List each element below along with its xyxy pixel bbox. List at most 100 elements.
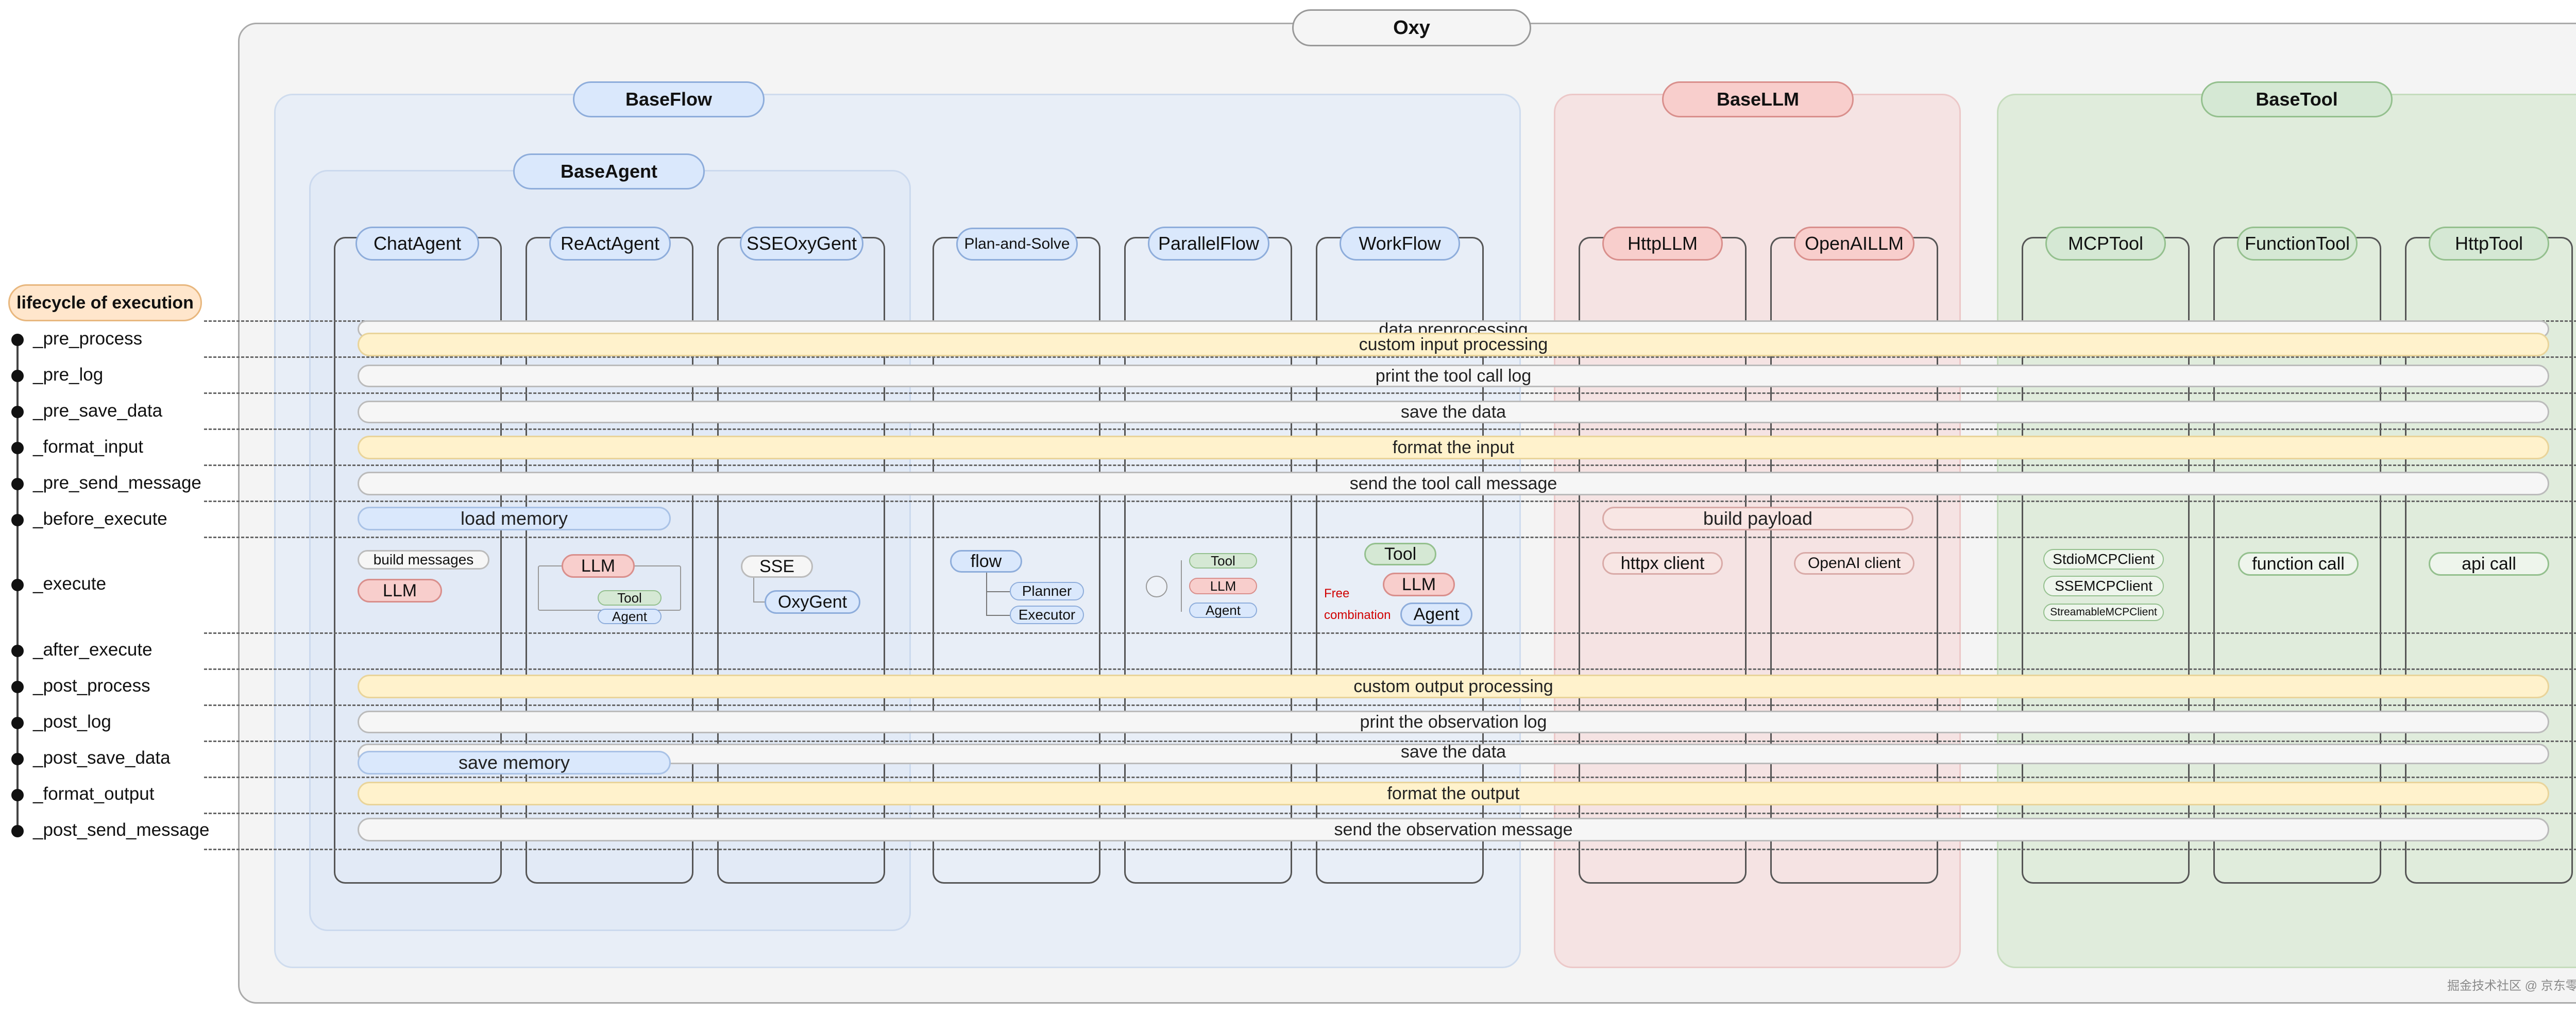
lifecycle-dot (11, 478, 24, 490)
custom-input-band: custom input processing (358, 333, 2549, 356)
basetool-label: BaseTool (2201, 81, 2393, 117)
row-divider (204, 356, 2576, 358)
combination-text: combination (1324, 608, 1391, 622)
lifecycle-step-pre-send-message: _pre_send_message (33, 473, 201, 493)
oxy-title: Oxy (1292, 9, 1531, 46)
lifecycle-dot (11, 579, 24, 591)
streamable-mcp-client-tag: StreamableMCPClient (2043, 604, 2164, 621)
baseagent-label: BaseAgent (513, 153, 705, 190)
watermark-text: 掘金技术社区 @ 京东零售技术 (2447, 979, 2576, 993)
workflow-column (1316, 268, 1484, 884)
save-data-pre-band: save the data (358, 401, 2549, 423)
lifecycle-step-post-process: _post_process (33, 676, 150, 696)
httpllm-column (1579, 268, 1747, 884)
parallel-origin-node (1146, 576, 1167, 597)
functiontool-column (2213, 268, 2381, 884)
functiontool-label: FunctionTool (2237, 227, 2358, 261)
row-divider (204, 632, 2576, 634)
row-divider (204, 849, 2576, 850)
row-divider (204, 777, 2576, 778)
sse-connector (753, 566, 767, 603)
lifecycle-dot (11, 681, 24, 693)
basellm-label: BaseLLM (1662, 81, 1854, 117)
sse-mcp-client-tag: SSEMCPClient (2043, 576, 2164, 596)
row-divider (204, 537, 2576, 538)
save-data-post-band: save the data (358, 742, 2549, 764)
lifecycle-dot (11, 370, 24, 382)
executor-tag: Executor (1010, 606, 1084, 624)
api-call-tag: api call (2429, 552, 2549, 576)
workflow-agent-tag: Agent (1400, 603, 1472, 626)
oxygent-tag: OxyGent (765, 590, 860, 614)
lifecycle-step-post-send-message: _post_send_message (33, 820, 210, 840)
format-input-band: format the input (358, 436, 2549, 459)
httptool-label: HttpTool (2429, 227, 2549, 261)
mcptool-column (2022, 268, 2190, 884)
workflow-llm-tag: LLM (1383, 573, 1455, 596)
httpllm-label: HttpLLM (1602, 227, 1723, 261)
parallel-agent-tag: Agent (1189, 603, 1257, 618)
flow-tag: flow (950, 550, 1022, 573)
lifecycle-step-post-save-data: _post_save_data (33, 748, 171, 768)
parallel-llm-tag: LLM (1189, 578, 1257, 594)
openaillm-column (1770, 268, 1938, 884)
flow-tree-branch (986, 591, 1010, 592)
sseoxygent-column (717, 268, 885, 884)
send-tool-message-band: send the tool call message (358, 472, 2549, 495)
planandsolve-column (933, 268, 1100, 884)
sseoxygent-label: SSEOxyGent (740, 227, 863, 261)
openai-client-tag: OpenAI client (1794, 552, 1914, 575)
print-tool-log-band: print the tool call log (358, 365, 2549, 387)
mcptool-label: MCPTool (2045, 227, 2166, 261)
react-agent-tag: Agent (598, 609, 662, 624)
send-observation-message-band: send the observation message (358, 818, 2549, 841)
build-payload-band: build payload (1602, 507, 1913, 530)
free-text: Free (1324, 587, 1350, 600)
lifecycle-step-format-input: _format_input (33, 437, 144, 457)
parallelflow-column (1124, 268, 1292, 884)
httptool-column (2405, 268, 2573, 884)
row-divider (204, 741, 2576, 742)
react-llm-tag: LLM (562, 554, 635, 578)
flow-tree-branch (986, 615, 1010, 616)
row-divider (204, 813, 2576, 814)
build-messages-tag: build messages (358, 550, 489, 570)
chatagent-llm-tag: LLM (358, 579, 442, 603)
lifecycle-dot (11, 406, 24, 418)
row-divider (204, 668, 2576, 670)
free-combination-note: Free combination (1324, 583, 1396, 626)
lifecycle-dot (11, 717, 24, 729)
sse-tag: SSE (741, 555, 813, 578)
save-data-post-text: save the data (1400, 742, 1506, 762)
custom-output-band: custom output processing (358, 675, 2549, 698)
workflow-tool-tag: Tool (1364, 543, 1436, 565)
openaillm-label: OpenAILLM (1794, 227, 1914, 261)
save-memory-band: save memory (358, 751, 671, 775)
format-output-band: format the output (358, 782, 2549, 805)
baseflow-label: BaseFlow (573, 81, 765, 117)
flow-tree-connector (986, 569, 1010, 616)
parallelflow-label: ParallelFlow (1148, 227, 1269, 261)
stdio-mcp-client-tag: StdioMCPClient (2043, 549, 2164, 570)
lifecycle-step-post-log: _post_log (33, 712, 111, 732)
load-memory-band: load memory (358, 507, 671, 530)
chatagent-label: ChatAgent (355, 227, 479, 261)
lifecycle-step-pre-log: _pre_log (33, 365, 104, 385)
parallel-fan-line (1181, 560, 1188, 612)
lifecycle-dot (11, 334, 24, 346)
row-divider (204, 501, 2576, 502)
parallel-tool-tag: Tool (1189, 553, 1257, 569)
reactagent-column (526, 268, 693, 884)
lifecycle-dot (11, 514, 24, 526)
lifecycle-step-after-execute: _after_execute (33, 640, 152, 660)
lifecycle-dot (11, 442, 24, 454)
lifecycle-step-format-output: _format_output (33, 784, 155, 804)
lifecycle-step-pre-process: _pre_process (33, 329, 143, 349)
print-observation-log-band: print the observation log (358, 711, 2549, 733)
chatagent-column (334, 268, 502, 884)
planner-tag: Planner (1010, 582, 1084, 600)
row-divider (204, 465, 2576, 466)
lifecycle-dot (11, 789, 24, 801)
react-tool-tag: Tool (598, 590, 662, 606)
function-call-tag: function call (2238, 552, 2359, 576)
